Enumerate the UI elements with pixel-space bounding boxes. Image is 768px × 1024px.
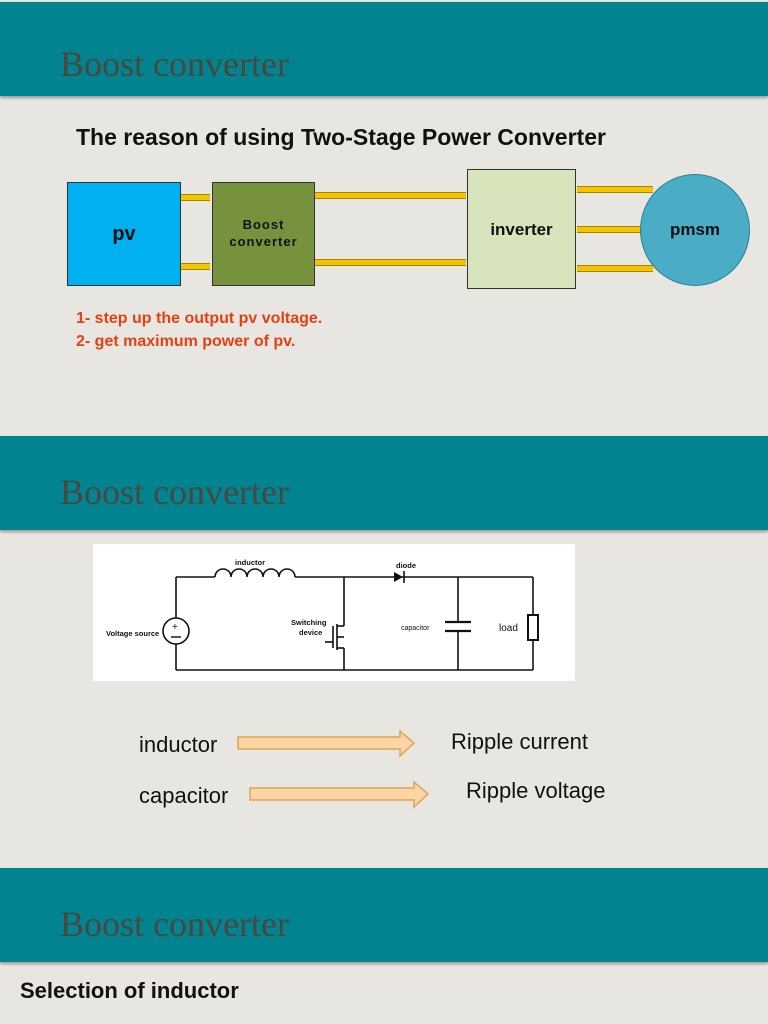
reason-1: 1- step up the output pv voltage. — [76, 310, 323, 327]
inverter-label: inverter — [490, 220, 553, 239]
right-arrow-icon — [249, 780, 430, 809]
wire-inverter-pmsm-2 — [577, 226, 643, 233]
diode-symbol — [394, 572, 403, 582]
title-band: Boost converter — [0, 868, 768, 962]
slide-title: Boost converter — [60, 904, 289, 944]
circuit-label-load: load — [499, 623, 518, 634]
slide-3: Boost converter — [0, 868, 768, 1024]
wire-pv-boost-top — [180, 194, 210, 201]
circuit-label-diode: diode — [396, 561, 416, 570]
relation-component-capacitor: capacitor — [139, 783, 229, 808]
circuit-label-switching: Switching — [291, 618, 327, 627]
reason-2: 2- get maximum power of pv. — [76, 333, 296, 350]
slide-1: Boost converter The reason of using Two-… — [0, 0, 768, 436]
voltage-source-symbol — [162, 617, 190, 645]
wire-boost-inverter-top — [314, 192, 466, 199]
wire-inverter-pmsm-1 — [577, 186, 653, 193]
slide-title: Boost converter — [60, 44, 289, 84]
pv-block: pv — [67, 182, 181, 286]
boost-label-line2: converter — [229, 234, 298, 249]
title-band: Boost converter — [0, 2, 768, 96]
circuit-label-inductor: inductor — [235, 558, 265, 567]
slide-title: Boost converter — [60, 472, 289, 512]
svg-text:+: + — [172, 622, 178, 633]
relation-component-inductor: inductor — [139, 732, 218, 757]
relation-effect-ripple-voltage: Ripple voltage — [466, 778, 606, 803]
boost-circuit-diagram: + inductor diode Voltage source Switchin… — [93, 544, 575, 681]
circuit-svg: + inductor diode Voltage source Switchin… — [106, 558, 539, 671]
boost-converter-block: Boost converter — [212, 182, 315, 286]
right-arrow-icon — [237, 729, 416, 758]
pmsm-label: pmsm — [669, 220, 721, 239]
relation-effect-ripple-current: Ripple current — [451, 729, 588, 754]
circuit-label-voltage-source: Voltage source — [106, 629, 159, 638]
inverter-block: inverter — [467, 169, 576, 289]
slide-subtitle: Selection of inductor — [20, 978, 239, 1003]
wire-boost-inverter-bottom — [314, 259, 466, 266]
wire-inverter-pmsm-3 — [577, 265, 653, 272]
switch-symbol — [325, 624, 344, 650]
pmsm-motor: pmsm — [640, 174, 750, 286]
wire-pv-boost-bottom — [180, 263, 210, 270]
circuit-label-capacitor: capacitor — [401, 625, 430, 632]
pv-label: pv — [112, 222, 136, 245]
circuit-label-device: device — [299, 628, 322, 637]
boost-label-line1: Boost — [242, 217, 285, 233]
boost-label: Boost converter — [229, 217, 297, 251]
slide-subtitle: The reason of using Two-Stage Power Conv… — [76, 124, 606, 150]
title-band: Boost converter — [0, 436, 768, 530]
load-symbol — [527, 614, 539, 641]
